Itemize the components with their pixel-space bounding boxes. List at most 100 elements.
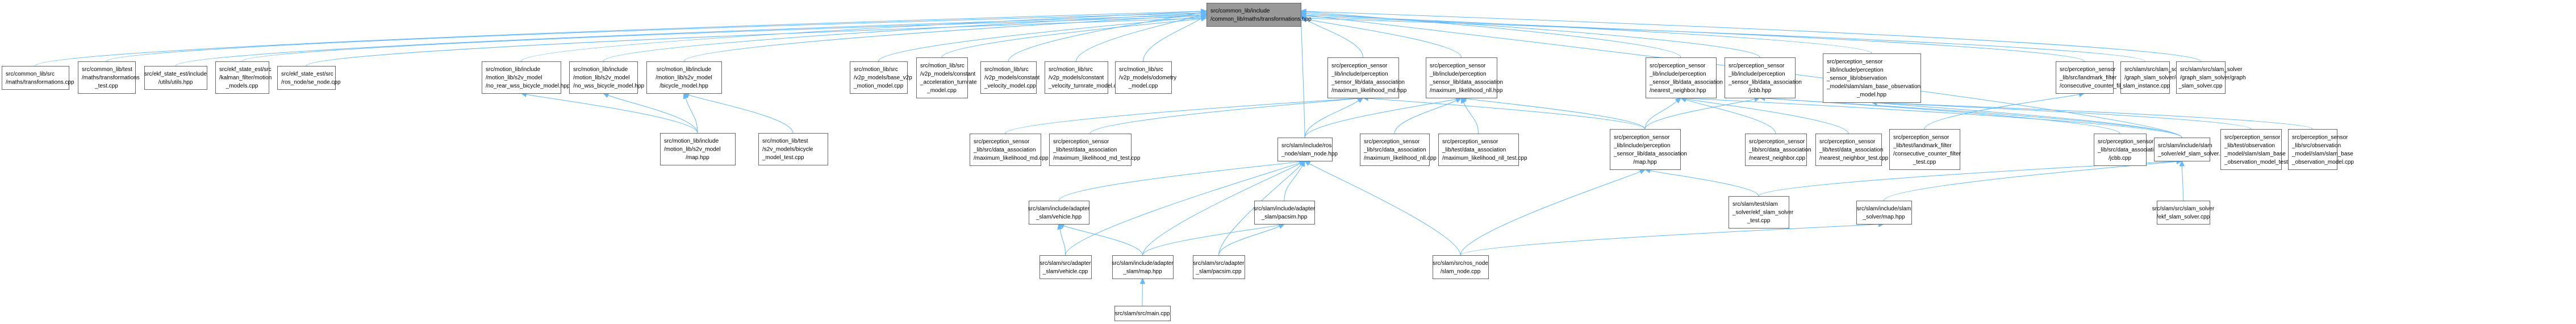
node-box — [1193, 255, 1245, 279]
node-label-line: _sensor_lib/data_association — [1429, 79, 1503, 85]
file-node[interactable]: src/slam/test/slam_solver/ekf_slam_solve… — [1729, 196, 1794, 229]
file-node[interactable]: src/perception_sensor_lib/test/landmark_… — [1889, 129, 1961, 170]
dependency-edge — [1460, 171, 1641, 256]
node-label-line: src/perception_sensor — [1650, 63, 1706, 69]
file-node[interactable]: src/slam/include/slam_solver/map.hpp — [1856, 201, 1912, 225]
file-node[interactable]: src/perception_sensor_lib/src/landmark_f… — [2056, 61, 2138, 94]
node-box — [916, 57, 968, 98]
file-node[interactable]: src/perception_sensor_lib/src/data_assoc… — [970, 134, 1049, 166]
node-label-line: _observation_model.cpp — [2291, 159, 2354, 165]
file-node[interactable]: src/common_lib/test/maths/transformation… — [78, 61, 140, 94]
file-node[interactable]: src/perception_sensor_lib/include/percep… — [1725, 57, 1802, 98]
file-node[interactable]: src/slam/src/slam_solver/graph_slam_solv… — [2119, 61, 2190, 94]
file-node[interactable]: src/perception_sensor_lib/test/data_asso… — [1438, 134, 1527, 166]
dependency-edge — [1076, 14, 1202, 62]
file-node[interactable]: src/slam/include/adapter_slam/pacsim.hpp — [1254, 201, 1316, 225]
node-box — [2, 66, 69, 90]
node-label-line: src/motion_lib/include — [573, 67, 628, 73]
node-label-line: src/motion_lib/src — [854, 67, 898, 73]
file-node[interactable]: src/slam/include/adapter_slam/map.hpp — [1112, 255, 1174, 279]
arrowhead-icon — [1460, 97, 1466, 104]
node-box — [482, 61, 561, 94]
file-node[interactable]: src/slam/include/ros_node/slam_node.hpp — [1277, 138, 1338, 161]
node-box — [850, 61, 908, 94]
file-node[interactable]: src/ekf_state_est/src/kalman_filter/moti… — [215, 61, 272, 94]
node-label-line: src/ekf_state_est/include — [144, 71, 207, 77]
arrowhead-icon — [1300, 13, 1307, 18]
dependency-edge — [683, 14, 1202, 62]
dependency-edge — [1460, 224, 1879, 256]
dependency-edge — [878, 16, 1202, 62]
dependency-edge — [1368, 98, 1646, 130]
focus-file-node[interactable]: src/common_lib/include/common_lib/maths/… — [1206, 3, 1312, 27]
file-node[interactable]: src/motion_lib/include/motion_lib/s2v_mo… — [569, 61, 645, 94]
node-label-line: _node/slam_node.hpp — [1281, 151, 1338, 157]
node-label-line: _test.cpp — [94, 83, 118, 89]
file-node[interactable]: src/perception_sensor_lib/test/data_asso… — [1049, 134, 1141, 166]
node-label-line: src/slam/include/adapter — [1112, 260, 1174, 267]
file-node[interactable]: src/perception_sensor_lib/include/percep… — [1327, 57, 1407, 98]
file-node[interactable]: src/perception_sensor_lib/src/data_assoc… — [1745, 134, 1811, 166]
dependency-edge — [1142, 163, 1301, 256]
file-node[interactable]: src/slam/src/adapter_slam/vehicle.cpp — [1039, 255, 1092, 279]
dependency-edge — [1305, 19, 1363, 58]
file-node[interactable]: src/perception_sensor_lib/include/percep… — [1823, 53, 1921, 103]
dependency-edge — [1305, 11, 2201, 62]
node-label-line: /motion_lib/s2v_model — [656, 75, 712, 81]
node-label-line: src/motion_lib/test — [762, 138, 808, 144]
file-node[interactable]: src/perception_sensor_lib/src/data_assoc… — [1360, 134, 1437, 166]
node-label-line: _solver/map.hpp — [1863, 214, 1905, 220]
dependency-edge — [1884, 161, 2177, 201]
node-box — [758, 133, 828, 165]
file-node[interactable]: src/perception_sensor_lib/include/percep… — [1426, 57, 1503, 98]
file-node[interactable]: src/motion_lib/include/motion_lib/s2v_mo… — [660, 133, 736, 165]
node-label-line: /maximum_likelihood_md_test.cpp — [1053, 155, 1141, 161]
dependency-edge — [1764, 98, 2182, 138]
node-label-line: /consecutive_counter_filter — [1893, 151, 1961, 157]
node-box — [1254, 201, 1315, 225]
node-label-line: _lib/test/data_association — [1442, 147, 1506, 153]
node-label-line: src/ekf_state_est/src — [281, 71, 333, 77]
node-label-line: _solver/ekf_slam_solver.hpp — [2157, 151, 2230, 157]
node-label-line: src/perception_sensor — [2292, 134, 2348, 140]
file-node[interactable]: src/motion_lib/src/v2p_models/constant_v… — [980, 61, 1040, 94]
node-label-line: src/slam/include/adapter — [1254, 206, 1316, 212]
node-box — [1360, 134, 1430, 166]
node-label-line: src/motion_lib/src — [920, 63, 965, 69]
node-box — [1426, 57, 1497, 98]
file-node[interactable]: src/ekf_state_est/include/utils/utils.hp… — [144, 66, 207, 90]
node-label-line: _model.hpp — [1856, 92, 1887, 98]
node-label-line: src/perception_sensor — [1053, 139, 1109, 145]
file-node[interactable]: src/motion_lib/src/v2p_models/odometry_m… — [1115, 61, 1177, 94]
node-box — [2120, 61, 2170, 94]
file-node[interactable]: src/slam/include/adapter_slam/vehicle.hp… — [1028, 201, 1090, 225]
file-node[interactable]: src/perception_sensor_lib/test/data_asso… — [1815, 134, 1889, 166]
file-node[interactable]: src/perception_sensor_lib/include/percep… — [1610, 129, 1687, 170]
node-box — [1327, 57, 1399, 98]
file-node[interactable]: src/slam/src/slam_solver/graph_slam_solv… — [2176, 61, 2246, 94]
dependency-edge — [1309, 163, 1461, 256]
file-node[interactable]: src/perception_sensor_lib/src/observatio… — [2288, 129, 2354, 170]
file-node[interactable]: src/perception_sensor_lib/include/percep… — [1646, 57, 1723, 98]
file-node[interactable]: src/motion_lib/src/v2p_models/constant_a… — [916, 57, 977, 98]
file-node[interactable]: src/perception_sensor_lib/src/data_assoc… — [2094, 134, 2160, 166]
node-label-line: src/motion_lib/include — [657, 67, 712, 73]
file-node[interactable]: src/motion_lib/src/v2p_models/constant_v… — [1045, 61, 1124, 94]
file-node[interactable]: src/motion_lib/test/s2v_models/bicycle_m… — [758, 133, 828, 165]
arrowhead-icon — [1278, 223, 1285, 229]
file-node[interactable]: src/slam/src/main.cpp — [1114, 306, 1171, 321]
file-node[interactable]: src/slam/src/ros_node/slam_node.cpp — [1433, 255, 1489, 279]
file-node[interactable]: src/common_lib/src/maths/transformations… — [2, 66, 75, 90]
file-node[interactable]: src/motion_lib/src/v2p_models/base_v2p_m… — [850, 61, 913, 94]
file-node[interactable]: src/perception_sensor_lib/test/observati… — [2220, 129, 2299, 170]
file-node[interactable]: src/motion_lib/include/motion_lib/s2v_mo… — [482, 61, 570, 94]
file-node[interactable]: src/slam/src/adapter_slam/pacsim.cpp — [1193, 255, 1245, 279]
file-node[interactable]: src/ekf_state_est/src/ros_node/se_node.c… — [277, 66, 341, 90]
file-node[interactable]: src/slam/include/slam_solver/ekf_slam_so… — [2154, 138, 2230, 161]
node-box — [1433, 255, 1489, 279]
node-box — [1049, 134, 1132, 166]
node-label-line: src/common_lib/test — [82, 67, 132, 73]
dependency-edge — [1305, 18, 2145, 62]
file-node[interactable]: src/motion_lib/include/motion_lib/s2v_mo… — [646, 61, 722, 94]
file-node[interactable]: src/slam/src/slam_solver/ekf_slam_solver… — [2152, 201, 2215, 225]
